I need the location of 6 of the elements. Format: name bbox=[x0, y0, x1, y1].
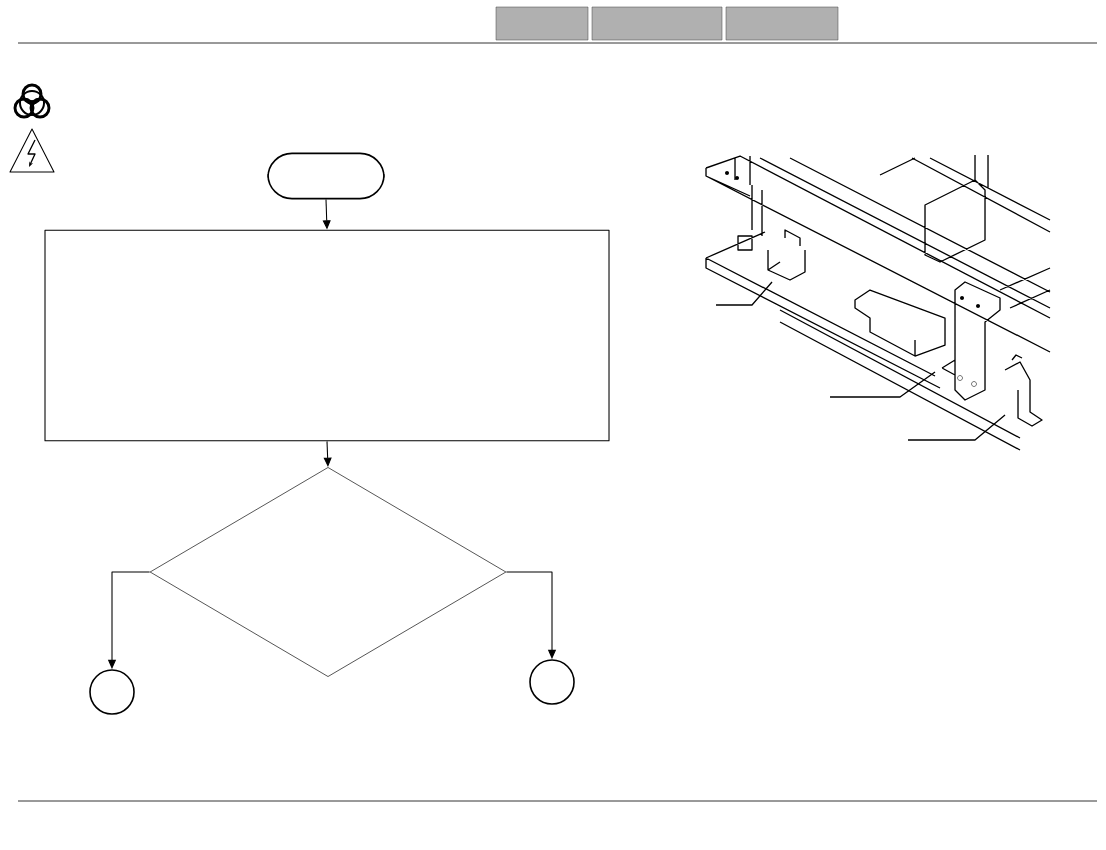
terminal-shape bbox=[267, 152, 385, 200]
decision-diamond bbox=[149, 467, 507, 677]
process-box bbox=[44, 229, 610, 442]
connector-circle bbox=[529, 659, 575, 705]
connector-circle bbox=[89, 669, 135, 715]
arrow bbox=[323, 440, 332, 467]
